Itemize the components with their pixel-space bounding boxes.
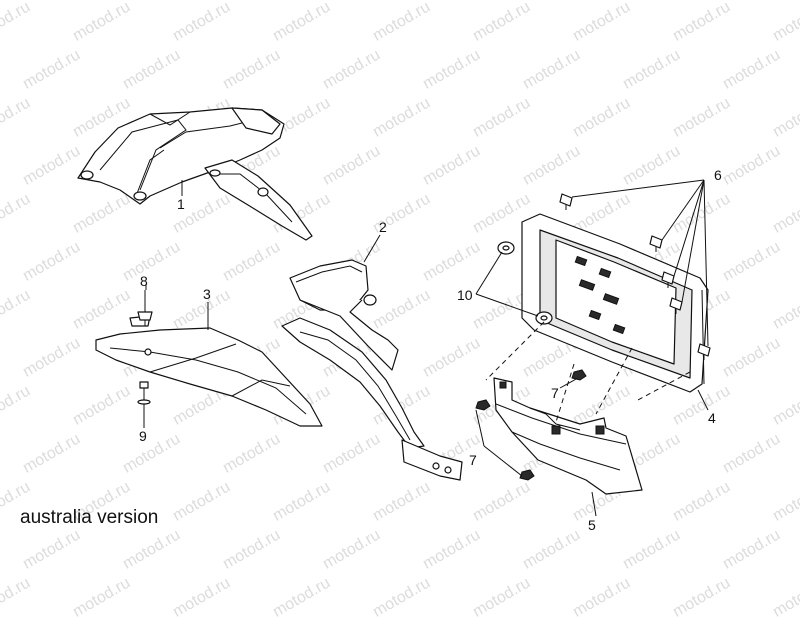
callout-5: 5 bbox=[588, 517, 596, 533]
part-4-plate-holder bbox=[521, 213, 709, 393]
assembly-dashes bbox=[485, 321, 691, 423]
part-1-tail-cowl bbox=[77, 107, 313, 241]
leader-lines bbox=[145, 179, 709, 517]
diagram-drawing: 1 2 3 4 5 6 7 7 8 9 10 bbox=[77, 107, 722, 533]
part-8-clip bbox=[137, 290, 153, 326]
callout-8: 8 bbox=[140, 273, 148, 289]
part-9-screw bbox=[137, 381, 151, 428]
part-2-bracket bbox=[281, 259, 463, 481]
part-7-nuts bbox=[475, 369, 587, 481]
callout-3: 3 bbox=[203, 286, 211, 302]
callout-6: 6 bbox=[714, 167, 722, 183]
callout-labels: 1 2 3 4 5 6 7 7 8 9 10 bbox=[139, 167, 722, 533]
part-6-screws bbox=[559, 193, 711, 360]
callout-9: 9 bbox=[139, 428, 147, 444]
callout-1: 1 bbox=[177, 196, 185, 212]
callout-10: 10 bbox=[457, 287, 473, 303]
callout-7-lower: 7 bbox=[469, 452, 477, 468]
version-caption: australia version bbox=[20, 507, 159, 528]
callout-2: 2 bbox=[379, 219, 387, 235]
callout-7-upper: 7 bbox=[551, 385, 559, 401]
part-5-light-cover bbox=[493, 377, 643, 495]
callout-4: 4 bbox=[708, 410, 716, 426]
part-10-washers bbox=[497, 241, 553, 325]
part-3-splash-guard bbox=[95, 315, 323, 427]
